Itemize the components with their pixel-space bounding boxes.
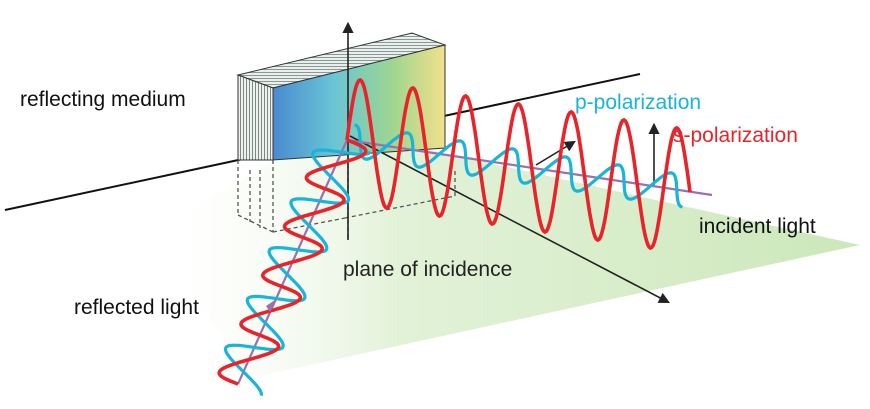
reflecting-medium-block	[236, 32, 447, 161]
s-polarization-wave-reflected	[217, 138, 368, 386]
reflecting-medium-label: reflecting medium	[20, 88, 186, 111]
s-polarization-wave-incident	[345, 77, 692, 251]
p-polarization-label: p-polarization	[575, 91, 702, 114]
incident-light-label: incident light	[699, 215, 816, 238]
p-vector-arrow	[535, 140, 576, 166]
p-polarization-wave-reflected	[223, 148, 372, 397]
s-polarization-label: s-polarization	[673, 124, 798, 147]
plane-of-incidence-label: plane of incidence	[343, 258, 513, 281]
forward-direction-arrow	[349, 135, 670, 304]
p-polarization-wave-incident	[354, 123, 683, 209]
reflected-light-label: reflected light	[74, 296, 199, 319]
reflected-direction-marker	[266, 298, 278, 312]
